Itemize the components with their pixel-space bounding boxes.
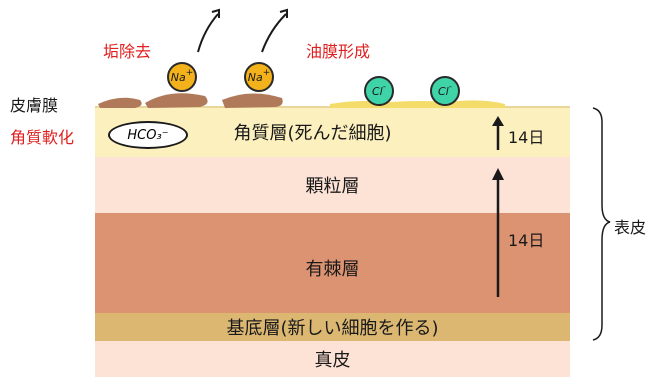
stratum-basale-layer: 基底層(新しい細胞を作る) <box>95 313 570 341</box>
oil-film-label: 油膜形成 <box>306 42 371 61</box>
chloride-ion: Cl- <box>364 76 394 106</box>
stratum-granulosum-layer: 顆粒層 <box>95 157 570 213</box>
epidermis-bracket <box>592 107 611 341</box>
release-arrow <box>261 13 287 53</box>
release-arrow-head <box>211 8 220 18</box>
sodium-ion: Na+ <box>244 62 274 92</box>
stratum-corneum-label: 角質層(死んだ細胞) <box>233 123 392 144</box>
keratin-softening-label: 角質軟化 <box>10 128 75 147</box>
bicarbonate-ion-label: HCO₃⁻ <box>127 127 169 143</box>
sebum-film-piece <box>145 93 208 108</box>
dermis-label: 真皮 <box>314 350 351 371</box>
turnover-arrow-head <box>492 168 504 180</box>
release-arrow <box>197 13 219 53</box>
bicarbonate-ion: HCO₃⁻ <box>108 121 188 149</box>
corneum-duration-label: 14日 <box>508 128 545 147</box>
stratum-spinosum-label: 有棘層 <box>305 259 360 280</box>
sebum-film-label: 皮膚膜 <box>10 96 59 115</box>
corneum-arrow-head <box>492 116 504 126</box>
sebum-film-piece <box>222 93 283 108</box>
chloride-ion-symbol: Cl <box>372 84 383 98</box>
stratum-granulosum-label: 顆粒層 <box>305 176 360 197</box>
stratum-spinosum-layer: 有棘層 <box>95 213 570 313</box>
sodium-ion-charge: + <box>262 68 271 78</box>
turnover-duration-label: 14日 <box>508 231 545 250</box>
stratum-basale-label: 基底層(新しい細胞を作る) <box>226 318 439 339</box>
chloride-ion-symbol: Cl <box>438 84 449 98</box>
sodium-ion-charge: + <box>185 68 194 78</box>
sodium-ion-symbol: Na <box>170 70 186 84</box>
oil-film <box>330 100 505 108</box>
sebum-film-piece <box>98 97 142 108</box>
epidermis-label: 表皮 <box>614 218 647 237</box>
chloride-ion-charge: - <box>448 82 452 92</box>
chloride-ion-charge: - <box>382 82 386 92</box>
release-arrow-head <box>279 8 288 18</box>
sodium-ion-symbol: Na <box>247 70 263 84</box>
scale-removal-label: 垢除去 <box>103 42 152 61</box>
dermis-layer: 真皮 <box>95 341 570 377</box>
chloride-ion: Cl- <box>430 76 460 106</box>
sodium-ion: Na+ <box>167 62 197 92</box>
